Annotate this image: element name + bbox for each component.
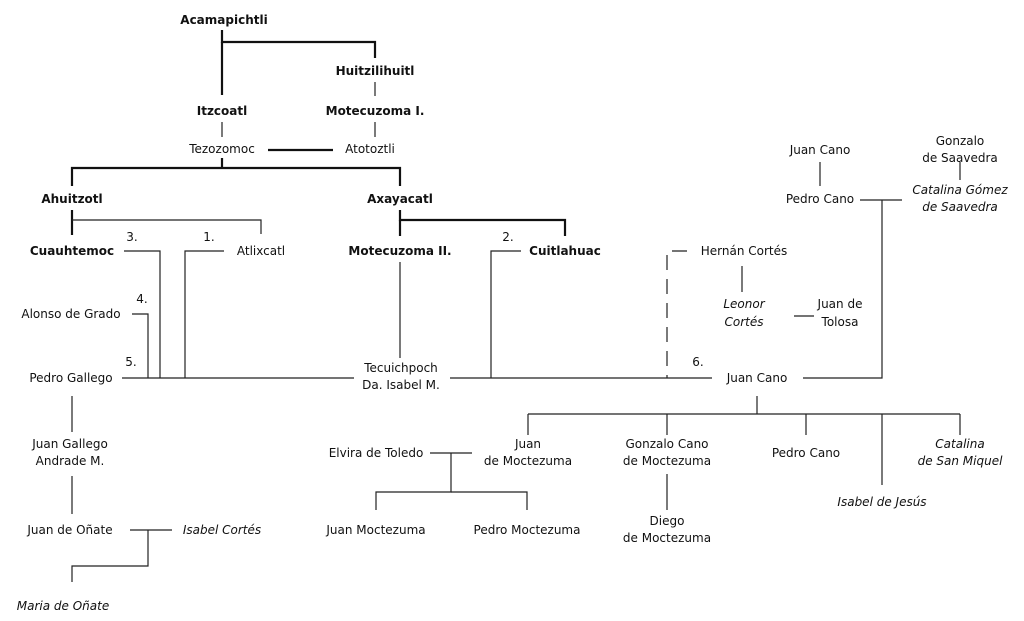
marriage-number-2: 2. [502, 230, 513, 244]
connector-lines [70, 30, 961, 582]
person-pedro-cano-jr: Pedro Cano [772, 446, 840, 460]
person-labels: Acamapichtli Huitzilihuitl Itzcoatl Mote… [17, 13, 1009, 613]
person-hernan-cortes: Hernán Cortés [701, 244, 788, 258]
person-catalina-san-miquel-2: de San Miquel [918, 454, 1003, 468]
line-marriage-4 [132, 313, 149, 378]
person-alonso-de-grado: Alonso de Grado [21, 307, 120, 321]
line-juan-child-pedro [451, 491, 528, 510]
person-axayacatl: Axayacatl [367, 192, 433, 206]
person-gonzalo-de-saavedra: Gonzalo [936, 134, 985, 148]
line-marriage-1 [184, 250, 224, 378]
person-pedro-moctezuma: Pedro Moctezuma [474, 523, 581, 537]
line-pedrocano-juancano [803, 200, 883, 379]
person-juan-de-moctezuma: Juan [514, 437, 541, 451]
person-catalina-gomez-2: de Saavedra [922, 200, 998, 214]
line-juan-children [375, 453, 452, 510]
line-marriage-3 [124, 250, 161, 378]
person-tecuichpoch: Tecuichpoch [363, 361, 438, 375]
line-hernan-cortes [666, 250, 687, 378]
person-acamapichtli: Acamapichtli [180, 13, 267, 27]
marriage-number-6: 6. [692, 355, 703, 369]
person-cuauhtemoc: Cuauhtemoc [30, 244, 114, 258]
person-maria-de-onate: Maria de Oñate [17, 599, 109, 613]
person-motecuzoma-ii: Motecuzoma II. [348, 244, 451, 258]
person-ahuitzotl: Ahuitzotl [41, 192, 102, 206]
person-atotoztli: Atotoztli [345, 142, 395, 156]
line-ahuitzotl-atlixcatl [72, 219, 262, 234]
person-atlixcatl: Atlixcatl [237, 244, 285, 258]
line-axayacatl-cuitlahuac [398, 210, 567, 236]
person-leonor-cortes: Leonor [723, 297, 765, 311]
person-catalina-san-miquel: Catalina [935, 437, 984, 451]
person-cuitlahuac: Cuitlahuac [529, 244, 601, 258]
person-isabel-cortes: Isabel Cortés [183, 523, 261, 537]
line-acamapichtli-branch [220, 30, 377, 58]
person-pedro-gallego: Pedro Gallego [29, 371, 112, 385]
person-juan-moctezuma: Juan Moctezuma [325, 523, 425, 537]
person-elvira-de-toledo: Elvira de Toledo [329, 446, 424, 460]
person-tecuichpoch-isabel: Da. Isabel M. [362, 378, 440, 392]
person-motecuzoma-i: Motecuzoma I. [326, 104, 425, 118]
line-onate-maria [71, 530, 149, 582]
person-tezozomoc: Tezozomoc [188, 142, 255, 156]
person-juan-cano: Juan Cano [726, 371, 788, 385]
marriage-numbers: 1. 2. 3. 4. 5. 6. [125, 230, 703, 369]
person-pedro-cano-sr: Pedro Cano [786, 192, 854, 206]
marriage-number-4: 4. [136, 292, 147, 306]
person-huitzilihuitl: Huitzilihuitl [336, 64, 415, 78]
person-leonor-cortes-2: Cortés [725, 315, 764, 329]
marriage-number-5: 5. [125, 355, 136, 369]
person-diego-de-moctezuma-2: de Moctezuma [623, 531, 711, 545]
line-marriage-2 [490, 250, 521, 378]
marriage-number-3: 3. [126, 230, 137, 244]
person-juan-de-tolosa-2: Tolosa [821, 315, 859, 329]
person-diego-de-moctezuma: Diego [650, 514, 685, 528]
person-juan-gallego: Juan Gallego [31, 437, 108, 451]
person-gonzalo-de-saavedra-2: de Saavedra [922, 151, 998, 165]
person-isabel-de-jesus: Isabel de Jesús [837, 495, 926, 509]
person-juan-cano-sr: Juan Cano [789, 143, 851, 157]
person-gonzalo-cano: Gonzalo Cano [625, 437, 708, 451]
line-tezozomoc-children [70, 166, 402, 186]
person-juan-gallego-andrade: Andrade M. [36, 454, 105, 468]
person-itzcoatl: Itzcoatl [197, 104, 248, 118]
person-juan-de-moctezuma-2: de Moctezuma [484, 454, 572, 468]
person-gonzalo-cano-2: de Moctezuma [623, 454, 711, 468]
person-catalina-gomez: Catalina Gómez [912, 183, 1008, 197]
person-juan-de-tolosa: Juan de [817, 297, 863, 311]
person-juan-de-onate: Juan de Oñate [26, 523, 112, 537]
marriage-number-1: 1. [203, 230, 214, 244]
